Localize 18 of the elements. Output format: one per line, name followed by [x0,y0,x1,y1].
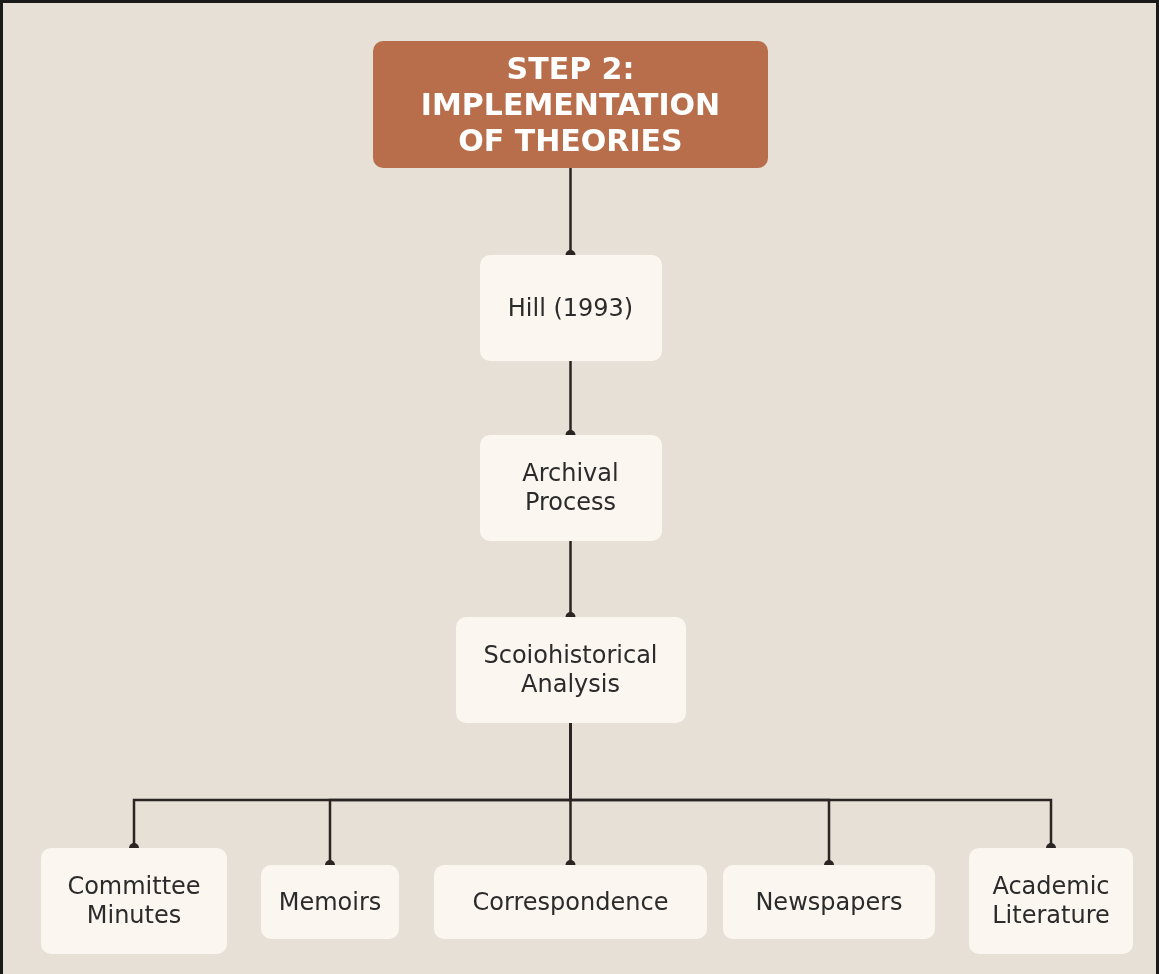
process-box [261,865,399,939]
process-box [479,435,662,541]
process-box [41,848,227,954]
box-label: Correspondence [472,887,669,917]
box-label: Committee Minutes [66,872,202,930]
heading-text: STEP 2: IMPLEMENTATION OF THEORIES [420,50,721,159]
process-box [455,617,686,723]
box-label: Archival Process [521,459,620,517]
box-label: Memoirs [278,887,382,917]
box-label: Hill (1993) [507,293,634,323]
box-label: Newspapers [755,887,903,917]
box-label: Academic Literature [991,872,1111,930]
box-label: Scoiohistorical Analysis [482,641,659,699]
process-box [723,865,935,939]
process-box [434,865,707,939]
heading-box [373,41,768,168]
process-box [969,848,1133,954]
process-box [479,255,662,361]
